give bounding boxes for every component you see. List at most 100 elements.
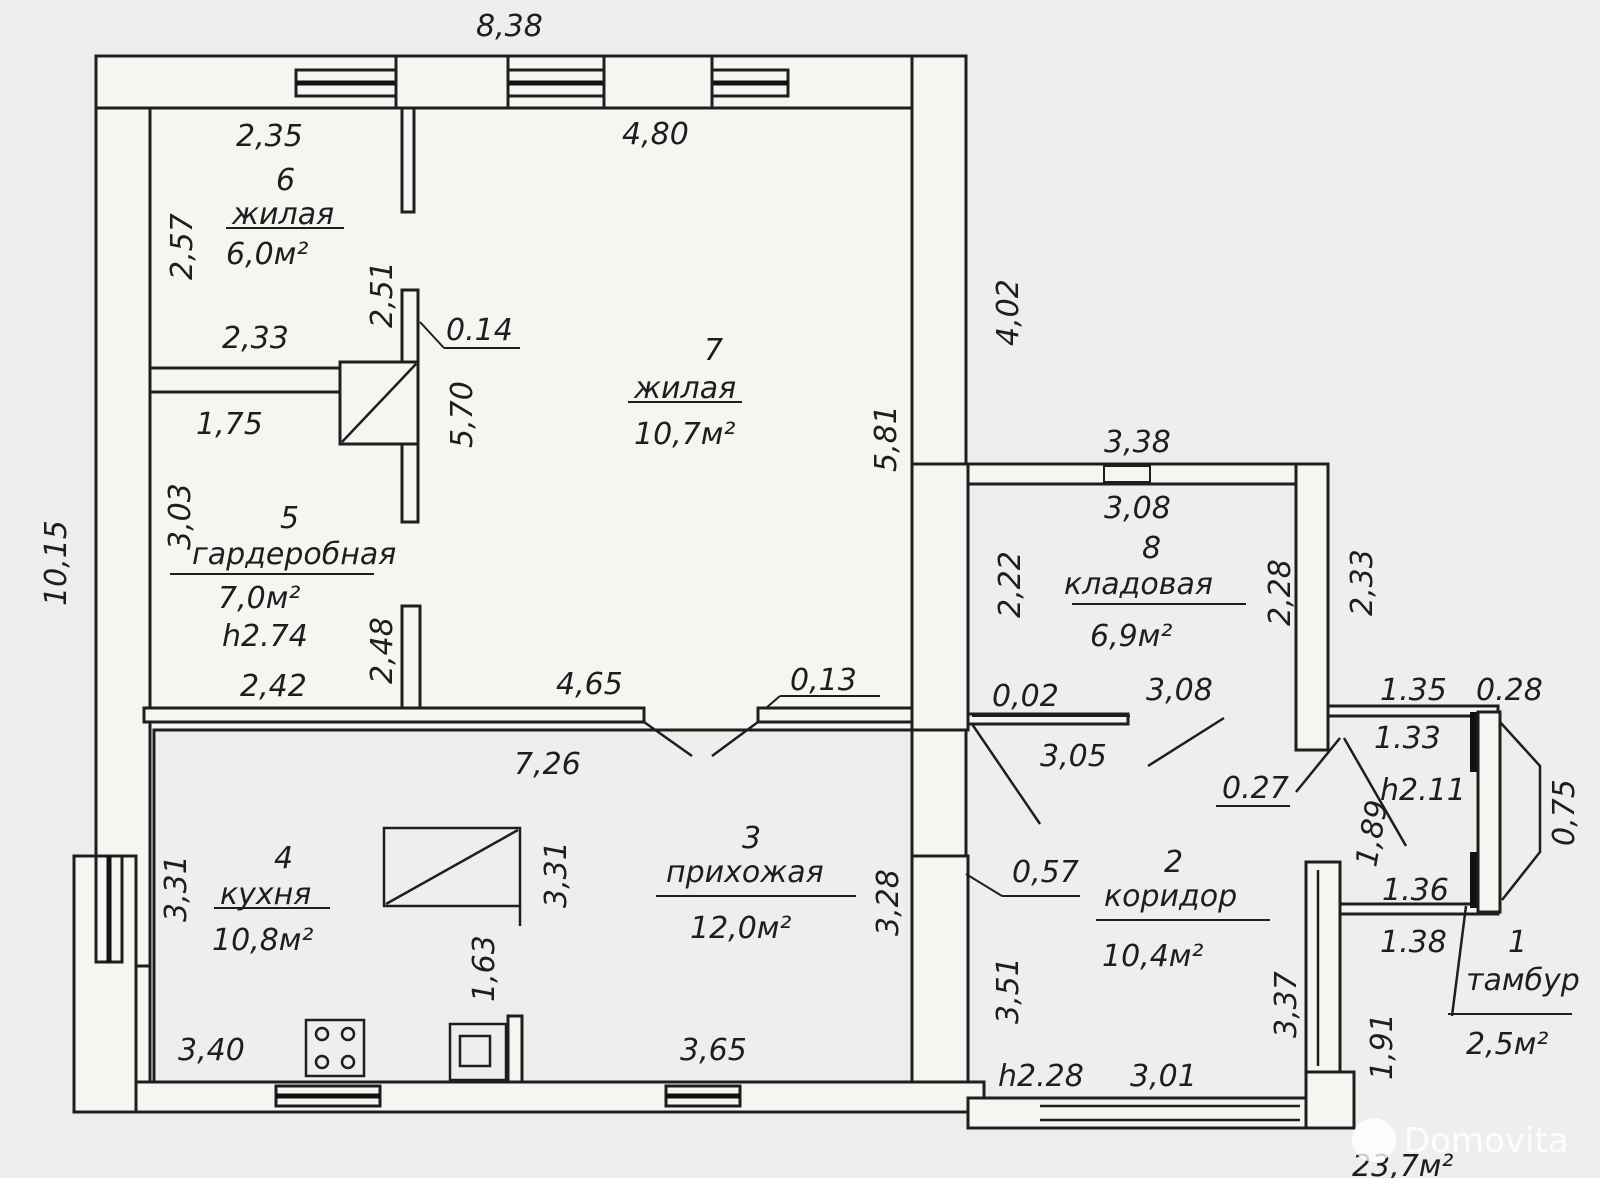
dim-3-38: 3,38 bbox=[1104, 425, 1171, 460]
svg-text:кладовая: кладовая bbox=[1064, 567, 1213, 602]
svg-text:7: 7 bbox=[704, 333, 723, 368]
dim-2-57: 2,57 bbox=[165, 213, 200, 280]
dim-5-81: 5,81 bbox=[869, 405, 904, 472]
watermark-text: Domovita bbox=[1404, 1121, 1569, 1161]
dim-2-51: 2,51 bbox=[365, 261, 400, 328]
svg-text:5: 5 bbox=[280, 501, 299, 536]
partition-wardrobe-low bbox=[400, 604, 422, 712]
room-5-label: 5 гардеробная 7,0м² h2.74 bbox=[170, 501, 396, 654]
door-swing-right bbox=[711, 720, 759, 758]
svg-text:тамбур: тамбур bbox=[1466, 963, 1580, 998]
room-7-label: 7 жилая 10,7м² bbox=[628, 333, 742, 452]
svg-text:гардеробная: гардеробная bbox=[192, 537, 396, 572]
dim-2-28-storage: 2,28 bbox=[1263, 559, 1298, 626]
room-3-label: 3 прихожая 12,0м² bbox=[656, 821, 856, 946]
dim-3-05: 3,05 bbox=[1040, 739, 1107, 774]
dim-2-22: 2,22 bbox=[993, 551, 1028, 618]
room-4-label: 4 кухня 10,8м² bbox=[212, 841, 330, 958]
svg-text:10,8м²: 10,8м² bbox=[212, 923, 313, 958]
room-6-label: 6 жилая 6,0м² bbox=[226, 163, 344, 272]
dim-3-51: 3,51 bbox=[991, 957, 1026, 1024]
dim-4-80: 4,80 bbox=[622, 117, 689, 152]
vestibule-door-bottom bbox=[1470, 852, 1478, 908]
svg-text:прихожая: прихожая bbox=[666, 855, 824, 890]
dim-0-28: 0.28 bbox=[1476, 673, 1543, 708]
dim-3-31-kitchen-left: 3,31 bbox=[159, 855, 194, 922]
dim-2-35: 2,35 bbox=[236, 119, 303, 154]
svg-text:8: 8 bbox=[1142, 531, 1161, 566]
column-right-main bbox=[910, 462, 970, 732]
vestibule-porch bbox=[1499, 721, 1542, 901]
wall-stub-bottom-left bbox=[134, 964, 152, 1084]
dim-3-40: 3,40 bbox=[178, 1033, 245, 1068]
dim-3-03: 3,03 bbox=[163, 483, 198, 550]
svg-text:10,4м²: 10,4м² bbox=[1102, 939, 1203, 974]
door-swing-left bbox=[643, 720, 693, 758]
dim-4-02: 4,02 bbox=[991, 279, 1026, 346]
kitchen-sink bbox=[448, 1022, 508, 1082]
svg-text:4: 4 bbox=[274, 841, 293, 876]
storage-bottom-wall bbox=[966, 712, 1130, 726]
svg-text:6,9м²: 6,9м² bbox=[1090, 619, 1172, 654]
partition-horizontal-lower bbox=[142, 706, 646, 724]
room-2-label: 2 коридор 10,4м² bbox=[1096, 845, 1270, 974]
dim-3-08-storage-bottom: 3,08 bbox=[1146, 673, 1213, 708]
svg-text:коридор: коридор bbox=[1104, 879, 1237, 914]
partition-top-small bbox=[400, 106, 416, 214]
dim-1-35: 1.35 bbox=[1380, 673, 1447, 708]
dim-0-75: 0,75 bbox=[1547, 779, 1582, 846]
dim-1-33: 1.33 bbox=[1374, 721, 1441, 756]
sink-partition bbox=[506, 1014, 524, 1084]
svg-text:12,0м²: 12,0м² bbox=[690, 911, 791, 946]
kitchen-stove-block bbox=[382, 826, 522, 908]
watermark-logo[interactable]: Domovita bbox=[1352, 1118, 1569, 1162]
outer-wall-bottom-main bbox=[72, 1080, 986, 1114]
dim-0-27: 0.27 bbox=[1222, 771, 1289, 806]
corridor-corner bbox=[1304, 1070, 1356, 1130]
room-8-label: 8 кладовая 6,9м² bbox=[1064, 531, 1246, 654]
corridor-bottom-wall bbox=[966, 1096, 1342, 1130]
storage-right-wall bbox=[1294, 462, 1330, 752]
dim-1-91: 1,91 bbox=[1365, 1013, 1400, 1080]
dim-1-75: 1,75 bbox=[196, 407, 263, 442]
svg-text:6,0м²: 6,0м² bbox=[226, 237, 308, 272]
dim-1-38: 1.38 bbox=[1380, 925, 1447, 960]
dim-0-02: 0,02 bbox=[992, 679, 1059, 714]
partition-hall-corridor bbox=[910, 854, 970, 1084]
svg-text:2,5м²: 2,5м² bbox=[1466, 1027, 1548, 1062]
outer-wall-left bbox=[94, 54, 152, 968]
svg-text:жилая: жилая bbox=[231, 197, 334, 232]
kitchen-hob bbox=[304, 1018, 366, 1078]
dim-2-33-storage: 2,33 bbox=[1345, 549, 1380, 616]
dim-0-13: 0,13 bbox=[790, 663, 857, 698]
corridor-door-swing bbox=[970, 723, 1042, 825]
dim-0-14: 0.14 bbox=[446, 313, 513, 348]
storage-door-swing bbox=[1147, 716, 1225, 768]
svg-text:жилая: жилая bbox=[633, 371, 736, 406]
svg-text:10,7м²: 10,7м² bbox=[634, 417, 735, 452]
dim-3-37: 3,37 bbox=[1269, 971, 1304, 1038]
svg-text:2: 2 bbox=[1164, 845, 1183, 880]
pier-top-2 bbox=[602, 54, 714, 110]
dim-3-08-storage-top: 3,08 bbox=[1104, 491, 1171, 526]
storage-top-window bbox=[1103, 465, 1151, 483]
room-1-label: 1 тамбур 2,5м² bbox=[1448, 925, 1580, 1062]
svg-text:h2.74: h2.74 bbox=[222, 619, 308, 654]
dim-2-42: 2,42 bbox=[240, 669, 307, 704]
dim-4-65: 4,65 bbox=[556, 667, 623, 702]
dim-3-01: 3,01 bbox=[1130, 1059, 1197, 1094]
svg-text:кухня: кухня bbox=[220, 877, 311, 912]
dim-3-65: 3,65 bbox=[680, 1033, 747, 1068]
vestibule-door-top bbox=[1470, 712, 1478, 772]
pier-top-1 bbox=[394, 54, 510, 110]
dim-7-26: 7,26 bbox=[514, 747, 581, 782]
watermark-icon bbox=[1352, 1118, 1396, 1162]
vestibule-height: h2.11 bbox=[1380, 773, 1466, 808]
partition-horizontal-right bbox=[756, 706, 916, 724]
dim-1-63: 1,63 bbox=[467, 935, 502, 1002]
dim-5-70: 5,70 bbox=[445, 381, 480, 448]
svg-text:7,0м²: 7,0м² bbox=[218, 581, 300, 616]
dim-1-36: 1.36 bbox=[1382, 873, 1449, 908]
dim-3-31-stove: 3,31 bbox=[539, 841, 574, 908]
